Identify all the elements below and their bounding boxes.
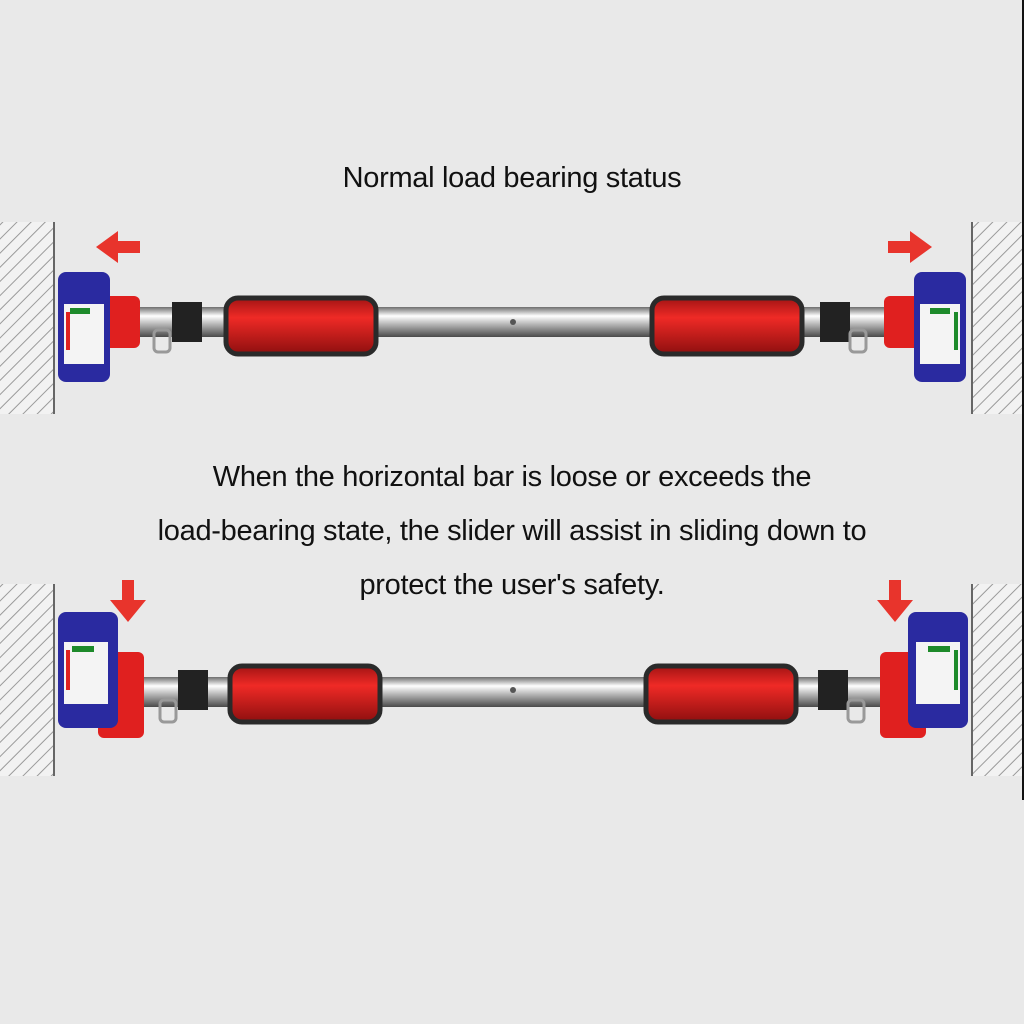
arrow-down-icon (877, 580, 913, 622)
right-grip (643, 663, 799, 725)
pull-up-bar-normal (0, 222, 1024, 414)
left-wall (0, 222, 54, 414)
arrow-down-icon (110, 580, 146, 622)
page-edge-divider (1022, 0, 1024, 800)
slide-down-caption-line-3: protect the user's safety. (359, 569, 665, 601)
left-wall (0, 584, 54, 776)
normal-load-scene (0, 210, 1024, 420)
slide-down-caption-line-2: load-bearing state, the slider will assi… (157, 515, 867, 547)
normal-status-caption: Normal load bearing status (342, 162, 682, 194)
left-grip (227, 663, 383, 725)
arrow-left-icon (96, 231, 140, 263)
arrow-right-icon (888, 231, 932, 263)
slide-down-scene (0, 572, 1024, 782)
right-grip (649, 295, 805, 357)
right-wall (972, 584, 1024, 776)
pull-up-bar-sliding (0, 580, 1024, 776)
right-wall (972, 222, 1024, 414)
slide-down-caption: When the horizontal bar is loose or exce… (0, 450, 1024, 612)
slide-down-caption-line-1: When the horizontal bar is loose or exce… (212, 461, 812, 493)
left-grip (223, 295, 379, 357)
